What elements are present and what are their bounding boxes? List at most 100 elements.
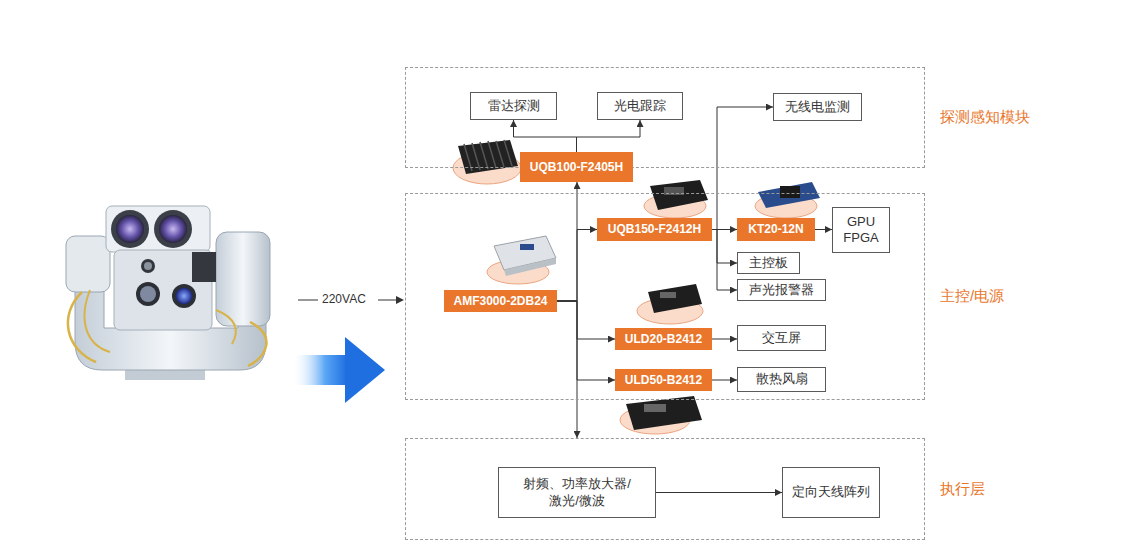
lens [154, 210, 192, 248]
box-label: 无线电监测 [785, 99, 850, 115]
module-label [644, 404, 666, 412]
arrow-shaft [292, 355, 347, 385]
module-photo [644, 180, 708, 218]
module-photo [637, 284, 703, 324]
power-connector [712, 230, 737, 291]
box-label: UQB150-F2412H [608, 222, 701, 237]
device-box: 定向天线阵列 [782, 467, 880, 518]
power-module-box: KT20-12N [737, 218, 815, 241]
cable [68, 292, 96, 362]
arrow-head [396, 296, 404, 304]
label-holder: 220VAC [322, 292, 366, 307]
laser-lens-glass [176, 288, 192, 304]
box-label: AMF3000-2DB24 [453, 294, 547, 309]
small-lens [141, 259, 155, 273]
power-module-box: ULD20-B2412 [615, 328, 712, 350]
cable [84, 290, 110, 352]
region-panel: 执行层射频、功率放大器/激光/微波定向天线阵列 [405, 438, 925, 540]
device-box: 光电跟踪 [597, 92, 683, 120]
side-box [192, 252, 216, 282]
power-connector [557, 230, 597, 302]
small-lens-glass [144, 262, 152, 270]
lens-housing [106, 206, 210, 252]
turret-illustration [66, 206, 270, 380]
device-box: 射频、功率放大器/激光/微波 [498, 467, 656, 518]
wire [298, 300, 318, 301]
box-label: 散热风扇 [756, 371, 808, 387]
power-connector [557, 301, 615, 339]
voltage-label: 220VAC [322, 292, 366, 307]
device-box: 交互屏 [737, 325, 826, 351]
power-connector [514, 120, 577, 152]
box-label: 声光报警器 [749, 282, 814, 298]
right-arm [216, 232, 270, 326]
lens-glass [159, 215, 187, 243]
box-label: ULD50-B2412 [625, 373, 702, 388]
power-connector [712, 380, 737, 381]
power-connector [557, 301, 615, 380]
flow-arrow [292, 337, 385, 403]
power-module-box: UQB150-F2412H [597, 218, 712, 241]
module-photo [453, 140, 521, 184]
module-label [660, 292, 676, 298]
box-label: 光电跟踪 [614, 98, 666, 114]
circuit-board [758, 182, 820, 208]
device-box: GPU FPGA [832, 207, 890, 253]
box-label: 射频、功率放大器/激光/微波 [518, 476, 636, 509]
power-module [650, 180, 708, 210]
box-label: ULD20-B2412 [625, 332, 702, 347]
lens [111, 210, 149, 248]
device-box: 雷达探测 [470, 92, 557, 120]
ir-lens [136, 282, 160, 306]
region-panel: 探测感知模块雷达探测光电跟踪无线电监测UQB100-F2405H [405, 67, 925, 168]
box-label: 主控板 [749, 255, 788, 271]
power-connector [712, 339, 737, 340]
heading-holder: 探测感知模块 [940, 68, 1030, 167]
power-connector [815, 229, 832, 230]
power-module [626, 396, 702, 430]
power-connector [557, 301, 577, 438]
heading-holder: 主控/电源 [940, 194, 1004, 399]
device-box: 主控板 [737, 252, 800, 274]
psu-label [520, 244, 534, 250]
heading-holder: 执行层 [940, 439, 985, 539]
region-panel: 主控/电源AMF3000-2DB24UQB150-F2412HKT20-12NG… [405, 193, 925, 400]
laser-lens [172, 284, 196, 308]
box-label: UQB100-F2405H [530, 160, 623, 175]
power-connector [712, 107, 773, 230]
region-heading: 执行层 [940, 480, 985, 499]
left-arm [66, 236, 110, 292]
module-photo [620, 396, 702, 434]
box-label: 雷达探测 [488, 98, 540, 114]
module-photo [487, 236, 556, 284]
region-heading: 探测感知模块 [940, 108, 1030, 127]
psu-side [504, 258, 556, 276]
box-label: 定向天线阵列 [792, 484, 870, 500]
power-connector [656, 492, 782, 493]
component [780, 186, 800, 198]
box-label: KT20-12N [748, 222, 803, 237]
box-label: 交互屏 [762, 330, 801, 346]
device-box: 散热风扇 [737, 367, 826, 392]
power-connector [577, 120, 641, 152]
arrow-head [345, 337, 385, 403]
cable [216, 310, 236, 344]
cable [248, 322, 266, 366]
module-photo [755, 182, 820, 218]
wire [378, 300, 396, 301]
power-connector [557, 182, 577, 301]
ir-lens-glass [140, 286, 156, 302]
lens-glass [116, 215, 144, 243]
device-box: 声光报警器 [737, 279, 826, 301]
box-label: GPU FPGA [839, 214, 883, 247]
device-box: 无线电监测 [773, 93, 862, 121]
power-connector [712, 230, 737, 264]
power-module-box: AMF3000-2DB24 [444, 290, 557, 312]
fins [464, 140, 512, 171]
power-module-box: UQB100-F2405H [520, 152, 633, 182]
power-module [648, 284, 702, 313]
region-heading: 主控/电源 [940, 287, 1004, 306]
